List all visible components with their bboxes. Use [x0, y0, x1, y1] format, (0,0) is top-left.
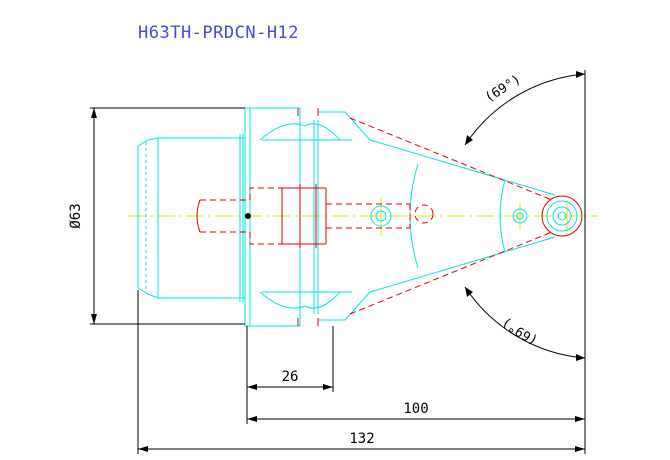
center-marker: [245, 213, 251, 219]
dimension-lines: [90, 70, 586, 454]
hidden-detail-solid: [196, 108, 583, 326]
diameter-label: Ø63: [68, 203, 84, 228]
dimension-100-label: 100: [403, 401, 428, 417]
upper-angle-label: (69°): [483, 72, 524, 105]
dimension-arrows: [91, 71, 585, 452]
tool-holder-outline: [137, 107, 578, 327]
hidden-detail: [200, 117, 553, 315]
dimension-132-label: 132: [349, 431, 374, 447]
dimension-26-label: 26: [282, 369, 299, 385]
drawing-title: H63TH-PRDCN-H12: [138, 23, 299, 43]
lower-angle-label: (69°): [500, 314, 541, 347]
